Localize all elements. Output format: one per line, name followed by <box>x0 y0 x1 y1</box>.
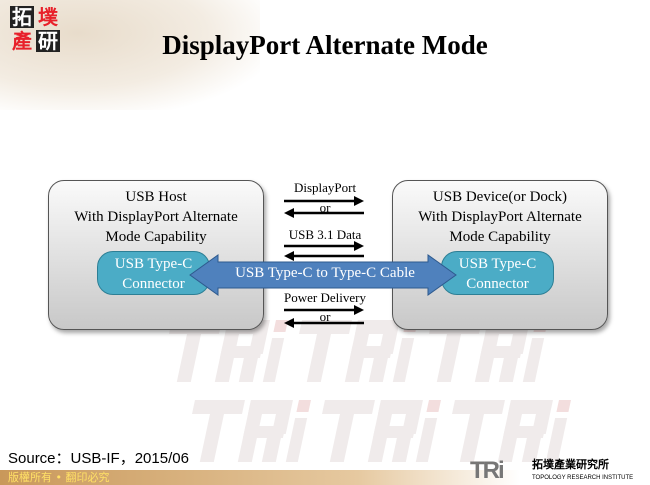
cable-label: USB Type-C to Type-C Cable <box>235 265 415 281</box>
device-connector: USB Type-C Connector <box>441 251 554 295</box>
device-label: With DisplayPort Alternate <box>418 209 582 225</box>
watermark-stroke <box>498 354 519 382</box>
arrow-left-displayport <box>284 208 364 218</box>
connector-label: Connector <box>466 276 529 292</box>
watermark-stroke <box>545 418 568 462</box>
watermark-stroke <box>261 434 282 462</box>
connector-label: USB Type-C <box>458 256 537 272</box>
watermark-stroke <box>199 400 227 462</box>
copyright: 版權所有 • 翻印必究 <box>8 471 110 484</box>
tri-logo: TRi <box>470 457 505 484</box>
watermark-stroke <box>436 320 464 382</box>
watermark-stroke <box>459 400 487 462</box>
link-label-usb: USB 3.1 Data <box>288 227 362 242</box>
watermark-stroke <box>522 338 545 382</box>
connector-label: USB Type-C <box>114 256 193 272</box>
watermark-dot <box>426 400 441 412</box>
watermark-dot <box>296 400 311 412</box>
logo-char: 墣 <box>38 5 58 29</box>
device-label: Mode Capability <box>449 229 551 245</box>
host-label: Mode Capability <box>105 229 207 245</box>
watermark-stroke <box>238 354 259 382</box>
watermark-stroke <box>248 320 270 354</box>
arrow-right-power <box>284 305 364 315</box>
page-title: DisplayPort Alternate Mode <box>162 30 488 60</box>
watermark-stroke <box>392 338 415 382</box>
watermark-stroke <box>285 418 308 462</box>
logo-char: 研 <box>36 29 60 53</box>
watermark-stroke <box>391 434 412 462</box>
host-label: USB Host <box>125 189 187 205</box>
watermark-stroke <box>378 320 400 354</box>
watermark-dot <box>556 400 571 412</box>
watermark-stroke <box>368 354 389 382</box>
source-note: Source：USB-IF，2015/06 <box>8 450 189 467</box>
org-name-en: TOPOLOGY RESEARCH INSTITUTE <box>532 475 634 481</box>
watermark-stroke <box>176 320 204 382</box>
org-name-zh: 拓墣產業研究所 <box>532 458 609 471</box>
arrow-right-displayport <box>284 196 364 206</box>
cable-double-arrow <box>189 254 457 296</box>
watermark-stroke <box>521 434 542 462</box>
connector-label: Connector <box>122 276 185 292</box>
arrow-left-power <box>284 318 364 328</box>
watermark-stroke <box>306 320 334 382</box>
host-connector: USB Type-C Connector <box>97 251 210 295</box>
host-label: With DisplayPort Alternate <box>74 209 238 225</box>
watermark-stroke <box>271 400 293 434</box>
device-label: USB Device(or Dock) <box>432 189 568 205</box>
watermark-stroke <box>531 400 553 434</box>
watermark-stroke <box>329 400 357 462</box>
company-logo: 拓 墣 產 研 <box>10 6 62 52</box>
arrow-left-usb <box>284 251 364 261</box>
background-map <box>0 0 260 110</box>
usb-host-box: USB Host With DisplayPort Alternate Mode… <box>48 180 264 330</box>
logo-char: 拓 <box>10 5 34 29</box>
watermark-stroke <box>415 418 438 462</box>
link-label-power: Power Delivery <box>284 290 366 305</box>
link-sub-or: or <box>319 309 331 324</box>
watermark-shapes <box>169 320 571 462</box>
link-sub-or: or <box>319 200 331 215</box>
watermark-stroke <box>262 338 285 382</box>
footer-bar <box>0 470 650 485</box>
logo-char: 產 <box>12 29 32 53</box>
arrow-right-usb <box>284 241 364 251</box>
watermark-stroke <box>401 400 423 434</box>
link-label-displayport: DisplayPort <box>293 180 357 195</box>
